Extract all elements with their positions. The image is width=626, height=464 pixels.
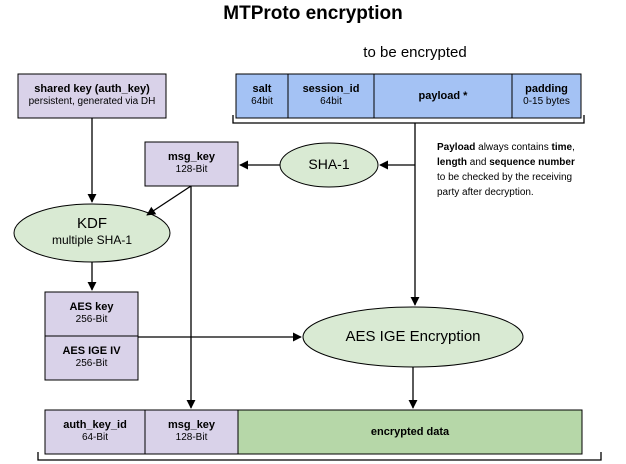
payload-label: payload * [374,90,512,103]
note-text-1: always contains [475,142,552,153]
padding-cell [511,73,582,119]
shared-key-label: shared key (auth_key) persistent, genera… [18,83,166,107]
shared-key-name: shared key (auth_key) [34,83,150,95]
msg-key-top-label: msg_key 128-Bit [145,151,238,175]
aes-key-size: 256-Bit [75,313,108,325]
output-bracket [37,452,602,461]
msg-key-out-name: msg_key [167,419,216,431]
msg-key-out-cell [144,409,239,455]
aes-iv-name: AES IGE IV [62,345,121,357]
to-be-encrypted-label: to be encrypted [363,44,467,61]
salt-label: salt 64bit [236,83,288,107]
auth-key-id-size: 64-Bit [81,431,109,443]
padding-size: 0-15 bytes [523,95,570,107]
session-id-label: session_id 64bit [288,83,374,107]
kdf-desc: multiple SHA-1 [51,233,133,247]
session-id-cell [287,73,375,119]
aes-iv-size: 256-Bit [75,357,108,369]
shared-key-desc: persistent, generated via DH [28,95,156,107]
salt-size: 64bit [251,95,273,107]
aes-iv-label: AES IGE IV 256-Bit [45,345,138,369]
aes-encryption-label: AES IGE Encryption [345,328,481,345]
msg-key-top-size: 128-Bit [175,163,208,175]
note-time: time [551,142,573,153]
page-title: MTProto encryption [223,3,403,24]
aes-key-name: AES key [69,301,114,313]
msg-key-top-box [144,141,239,187]
salt-cell [235,73,289,119]
session-id-size: 64bit [320,95,342,107]
note-line-4: party after decryption. [437,187,534,198]
aes-iv-box [44,335,139,381]
sha1-label: SHA-1 [308,156,350,172]
to-be-encrypted-bracket [232,115,585,124]
aes-key-box [44,291,139,337]
auth-key-id-cell [44,409,146,455]
note-line-3: to be checked by the receiving [437,172,573,183]
padding-name: padding [525,83,568,95]
kdf-label: KDF multiple SHA-1 [14,215,170,247]
padding-label: padding 0-15 bytes [512,83,581,107]
encrypted-data-cell [237,409,583,455]
session-id-name: session_id [302,83,360,95]
note-sequence: sequence number [489,157,575,168]
msg-key-out-size: 128-Bit [175,431,208,443]
payload-name: payload * [418,90,468,102]
payload-note: Payload always contains time, length and… [437,140,617,200]
shared-key-box [17,73,167,119]
auth-key-id-name: auth_key_id [63,419,127,431]
msg-key-top-name: msg_key [167,151,216,163]
aes-key-label: AES key 256-Bit [45,301,138,325]
note-payload: Payload [437,142,476,153]
encrypted-data-label: encrypted data [238,426,582,439]
msg-key-out-label: msg_key 128-Bit [145,419,238,443]
encrypted-data-name: encrypted data [370,426,450,438]
payload-cell [373,73,513,119]
arrow-msgkey-to-kdf [146,185,192,216]
note-text-2: and [467,157,490,168]
kdf-name: KDF [77,215,107,232]
note-length: length [437,157,467,168]
auth-key-id-label: auth_key_id 64-Bit [45,419,145,443]
salt-name: salt [252,83,272,95]
